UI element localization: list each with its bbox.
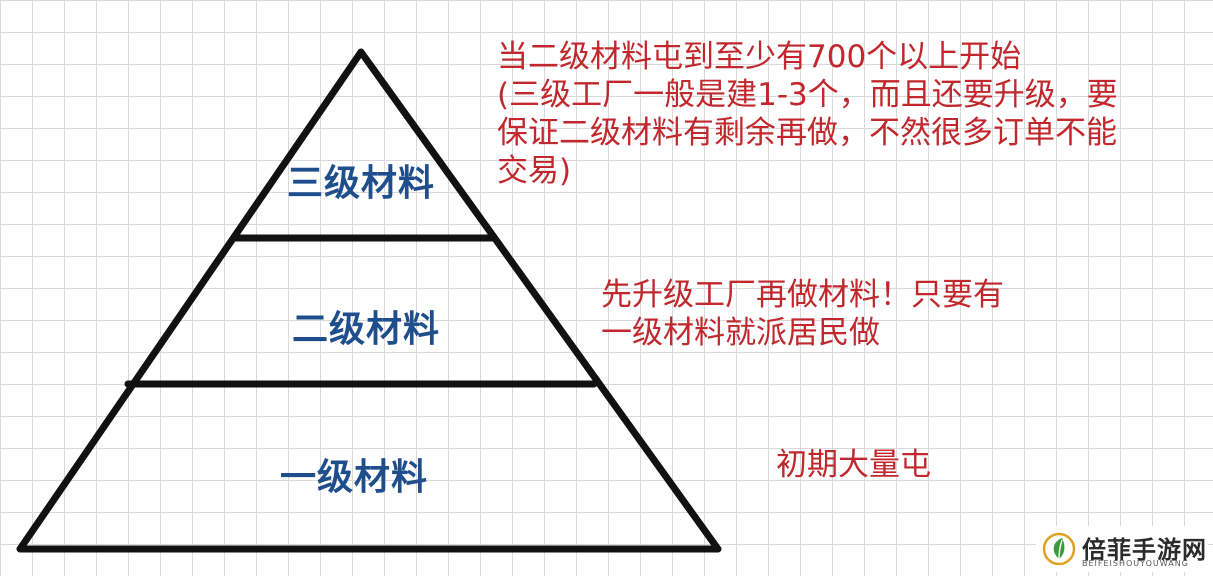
note-level2-line: 一级材料就派居民做 [601,315,880,351]
tier-label-level3: 三级材料 [287,163,436,204]
note-level3-line: 交易) [497,153,572,189]
note-level2: 先升级工厂再做材料！只要有 一级材料就派居民做 [601,276,1004,352]
watermark-subtitle: BEIFEISHOUYOUWANG [1082,559,1189,568]
note-level1: 初期大量屯 [776,446,931,484]
tier-label-level2: 二级材料 [292,309,441,350]
note-level1-line: 初期大量屯 [776,447,931,483]
note-level2-line: 先升级工厂再做材料！只要有 [601,277,1004,313]
tier-label-level1: 一级材料 [280,457,429,498]
note-level3-line: 当二级材料屯到至少有700个以上开始 [497,39,1022,75]
note-level3: 当二级材料屯到至少有700个以上开始 (三级工厂一般是建1-3个，而且还要升级，… [497,38,1118,190]
leaf-logo-icon [1042,532,1076,566]
pyramid-outline [16,48,722,553]
watermark: 倍菲手游网 BEIFEISHOUYOUWANG [1036,526,1208,572]
note-level3-line: 保证二级材料有剩余再做，不然很多订单不能 [497,115,1117,151]
watermark-name: 倍菲手游网 [1082,535,1207,564]
note-level3-line: (三级工厂一般是建1-3个，而且还要升级，要 [497,77,1118,113]
